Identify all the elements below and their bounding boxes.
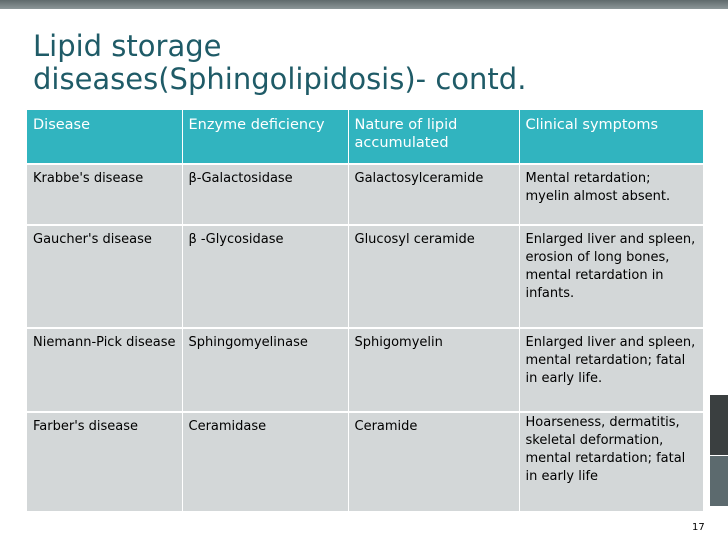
cell-enzyme: β-Galactosidase [181,164,348,226]
cell-symptoms: Hoarseness, dermatitis, skeletal deforma… [518,412,703,513]
cell-lipid: Glucosyl ceramide [347,225,519,329]
table-row: Krabbe's disease β-Galactosidase Galacto… [27,164,703,226]
cell-disease: Gaucher's disease [27,225,182,329]
header-enzyme-deficiency: Enzyme deficiency [181,110,348,165]
cell-lipid: Ceramide [347,412,519,513]
cell-lipid: Sphigomyelin [347,328,519,413]
cell-disease: Krabbe's disease [27,164,182,226]
cell-symptoms: Enlarged liver and spleen, erosion of lo… [518,225,703,329]
top-rule [0,0,728,9]
table-header-row: Disease Enzyme deficiency Nature of lipi… [27,110,703,165]
cell-symptoms: Enlarged liver and spleen, mental retard… [518,328,703,413]
slide-title: Lipid storage diseases(Sphingolipidosis)… [33,30,713,96]
edge-decoration [710,456,728,506]
cell-disease: Farber's disease [27,412,182,513]
header-disease: Disease [27,110,182,165]
page-number: 17 [692,522,705,533]
edge-decoration [710,395,728,455]
header-nature-of-lipid: Nature of lipid accumulated [347,110,519,165]
slide-title-line-1: Lipid storage [33,29,222,63]
cell-lipid: Galactosylceramide [347,164,519,226]
slide-title-line-2: diseases(Sphingolipidosis)- contd. [33,62,527,96]
table-row: Niemann-Pick disease Sphingomyelinase Sp… [27,328,703,413]
table-row: Gaucher's disease β -Glycosidase Glucosy… [27,225,703,329]
cell-enzyme: Sphingomyelinase [181,328,348,413]
table-row: Farber's disease Ceramidase Ceramide Hoa… [27,412,703,513]
cell-enzyme: β -Glycosidase [181,225,348,329]
header-clinical-symptoms: Clinical symptoms [518,110,703,165]
disease-table: Disease Enzyme deficiency Nature of lipi… [27,110,703,513]
cell-symptoms: Mental retardation; myelin almost absent… [518,164,703,226]
cell-disease: Niemann-Pick disease [27,328,182,413]
cell-enzyme: Ceramidase [181,412,348,513]
